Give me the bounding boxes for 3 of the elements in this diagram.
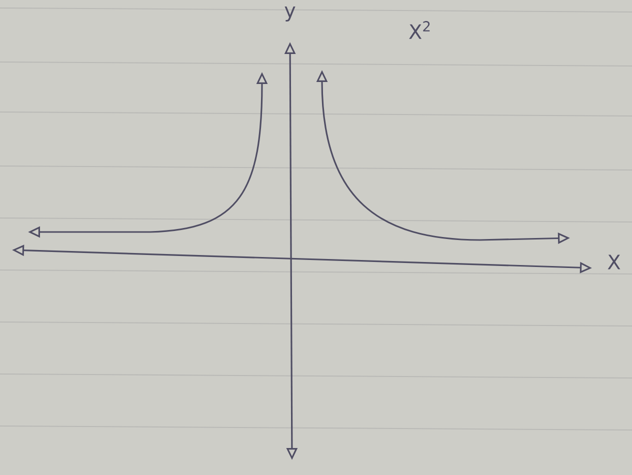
- axis-label: y: [284, 6, 296, 22]
- title-label: X$^{2}$: [409, 21, 430, 39]
- axis-label: X: [608, 254, 620, 270]
